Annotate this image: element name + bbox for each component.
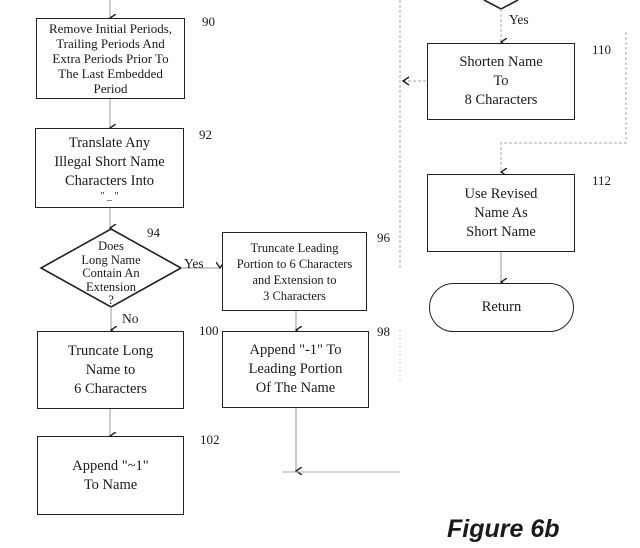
loop-path-right (501, 32, 627, 172)
step-96-line: 3 Characters (263, 288, 326, 303)
ref-98: 98 (377, 324, 390, 339)
return-label: Return (481, 299, 522, 315)
decision-94-text: Does Long Name Contain An Extension ? (66, 239, 156, 308)
arrowhead-left (401, 76, 410, 86)
step-112-line: Use Revised (464, 185, 538, 202)
decision-top-yes-label: Yes (509, 12, 529, 27)
return-terminal: Return (429, 283, 574, 332)
step-92-line: " _ " (100, 190, 119, 202)
ref-102: 102 (200, 432, 220, 447)
step-90-line: Period (93, 81, 128, 96)
step-98-line: Of The Name (255, 380, 336, 396)
step-100-box: Truncate Long Name to 6 Characters (37, 331, 184, 409)
step-112-line: Short Name (466, 223, 536, 240)
step-102-box: Append "~1" To Name (37, 436, 184, 515)
step-90-line: Extra Periods Prior To (52, 51, 169, 66)
step-110-box: Shorten Name To 8 Characters (427, 43, 575, 120)
step-102-line: Append "~1" (72, 457, 149, 474)
step-90-line: Trailing Periods And (56, 36, 165, 51)
step-110-line: To (493, 73, 509, 89)
step-100-line: Truncate Long (67, 342, 154, 359)
ref-100: 100 (199, 323, 219, 338)
step-100-line: 6 Characters (74, 380, 147, 397)
step-96-line: Portion to 6 Characters (236, 256, 353, 271)
step-92-line: Illegal Short Name (54, 153, 165, 170)
decision-94-yes-label: Yes (184, 256, 204, 271)
step-96-box: Truncate Leading Portion to 6 Characters… (222, 232, 367, 311)
step-96-line: and Extension to (252, 272, 337, 287)
ref-94: 94 (147, 225, 160, 240)
step-112-line: Name As (474, 204, 528, 221)
ref-96: 96 (377, 230, 390, 245)
ref-110: 110 (592, 42, 612, 57)
step-98-line: Append "-1" To (249, 342, 342, 358)
step-90-line: Remove Initial Periods, (48, 21, 173, 36)
figure-label: Figure 6b (447, 515, 560, 543)
step-90-line: The Last Embedded (58, 66, 163, 81)
step-92-line: Translate Any (68, 134, 151, 151)
decision-94-line: Does (98, 239, 124, 253)
step-110-line: Shorten Name (459, 54, 543, 70)
step-92-box: Translate Any Illegal Short Name Charact… (35, 128, 184, 208)
step-112-box: Use Revised Name As Short Name (427, 174, 575, 252)
step-96-line: Truncate Leading (250, 240, 339, 255)
step-102-line: To Name (83, 476, 138, 493)
step-92-line: Characters Into (65, 172, 154, 189)
step-98-box: Append "-1" To Leading Portion Of The Na… (222, 331, 369, 408)
decision-top-diamond-fragment (483, 0, 519, 10)
ref-90: 90 (202, 14, 215, 29)
decision-94-line: ? (108, 293, 114, 307)
decision-94-no-label: No (122, 311, 139, 326)
ref-92: 92 (199, 127, 212, 142)
decision-94-line: Extension (86, 279, 136, 294)
step-98-line: Leading Portion (248, 361, 343, 377)
step-90-box: Remove Initial Periods, Trailing Periods… (36, 18, 185, 99)
decision-94-line: Contain An (82, 266, 140, 280)
ref-112: 112 (592, 173, 612, 188)
step-100-line: Name to (85, 361, 136, 378)
decision-94-line: Long Name (81, 252, 141, 267)
step-110-line: 8 Characters (464, 92, 538, 108)
